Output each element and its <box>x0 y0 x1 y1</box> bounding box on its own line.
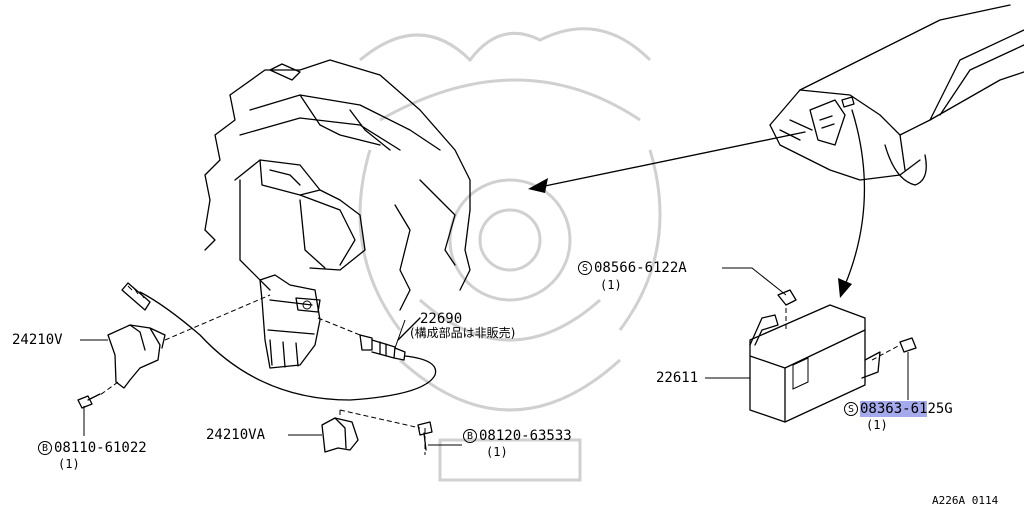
leader-lines <box>80 267 909 446</box>
car-outline <box>769 4 1024 186</box>
label-22690: 22690 <box>420 311 463 327</box>
part-number: 08566-6122A <box>594 260 687 276</box>
standard-part-icon: S <box>578 261 592 275</box>
label-22611: 22611 <box>656 370 699 386</box>
bracket-24210v <box>77 294 271 409</box>
bolt-part-icon: B <box>463 429 477 443</box>
qty-08110-61022: (1) <box>58 457 80 471</box>
watermark-emblem <box>358 27 662 482</box>
label-24210va: 24210VA <box>206 427 266 443</box>
standard-part-icon: S <box>844 402 858 416</box>
part-number-rest: 25G <box>927 401 953 417</box>
clip-24210va <box>321 409 433 455</box>
exhaust-manifold <box>259 274 321 369</box>
label-24210v: 24210V <box>12 332 63 348</box>
engine-block <box>204 59 471 311</box>
qty-08120-63533: (1) <box>486 445 508 459</box>
part-number: 08120-63533 <box>479 428 572 444</box>
diagram-code: A226A 0114 <box>932 494 999 507</box>
qty-08363-6125g: (1) <box>866 418 888 432</box>
part-number-highlighted: 08363-61 <box>860 401 928 417</box>
note-22690: (構成部品は非販売) <box>410 326 516 340</box>
bolt-part-icon: B <box>38 441 52 455</box>
ecu-unit <box>749 289 917 423</box>
arrows <box>528 109 866 298</box>
oxygen-sensor <box>121 282 437 401</box>
qty-08566-6122a: (1) <box>600 278 622 292</box>
part-number: 08110-61022 <box>54 440 147 456</box>
